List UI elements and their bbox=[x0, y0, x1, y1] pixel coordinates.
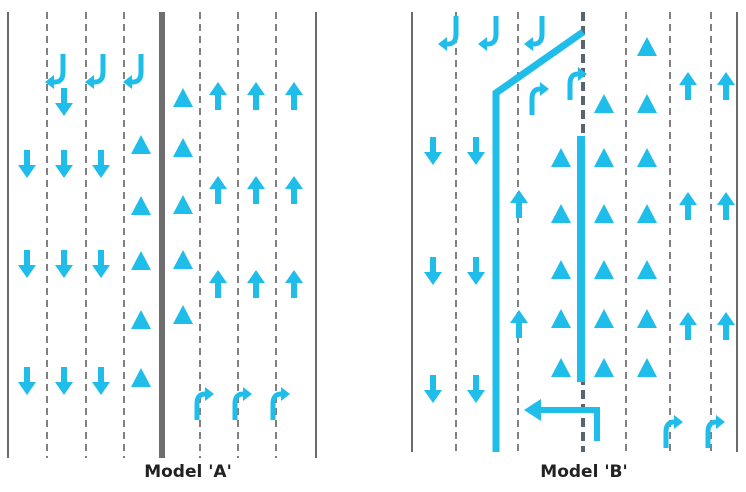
triangle-icon bbox=[551, 260, 571, 279]
triangle-icon bbox=[131, 196, 151, 215]
down-arrow-icon bbox=[18, 250, 36, 278]
triangle-icon bbox=[173, 195, 193, 214]
triangle-icon bbox=[173, 250, 193, 269]
down-arrow-icon bbox=[424, 257, 442, 285]
triangle-icon bbox=[551, 204, 571, 223]
curved-arrow-icon bbox=[194, 391, 206, 420]
model-b-diagram bbox=[411, 12, 738, 452]
down-arrow-icon bbox=[55, 250, 73, 278]
curved-arrow-icon bbox=[663, 419, 675, 448]
up-arrow-icon bbox=[679, 192, 697, 220]
triangle-icon bbox=[173, 88, 193, 107]
curved-arrow-icon bbox=[270, 391, 282, 420]
down-arrow-icon bbox=[18, 150, 36, 178]
model-a-diagram bbox=[7, 12, 317, 458]
triangle-icon bbox=[594, 260, 614, 279]
curved-arrow-head-icon bbox=[578, 67, 587, 81]
triangle-icon bbox=[131, 135, 151, 154]
triangle-icon bbox=[594, 94, 614, 113]
triangle-icon bbox=[551, 309, 571, 328]
up-arrow-icon bbox=[679, 312, 697, 340]
up-arrow-icon bbox=[247, 270, 265, 298]
down-arrow-icon bbox=[92, 367, 110, 395]
up-arrow-icon bbox=[285, 176, 303, 204]
u-turn-icon bbox=[131, 54, 144, 85]
triangle-icon bbox=[637, 94, 657, 113]
triangle-icon bbox=[637, 309, 657, 328]
u-turn-icon bbox=[53, 54, 66, 85]
curved-arrow-icon bbox=[232, 391, 244, 420]
down-arrow-icon bbox=[467, 257, 485, 285]
u-turn-icon bbox=[446, 16, 459, 47]
down-arrow-icon bbox=[467, 137, 485, 165]
triangle-icon bbox=[594, 358, 614, 377]
curved-arrow-head-icon bbox=[243, 387, 252, 401]
u-turn-icon bbox=[93, 54, 106, 85]
triangle-icon bbox=[637, 37, 657, 56]
u-turn-arrowhead-icon bbox=[123, 75, 132, 89]
triangle-icon bbox=[131, 251, 151, 270]
u-turn-arrowhead-icon bbox=[85, 75, 94, 89]
up-arrow-icon bbox=[717, 312, 735, 340]
up-arrow-icon bbox=[209, 270, 227, 298]
return-path bbox=[540, 407, 600, 441]
down-arrow-icon bbox=[92, 250, 110, 278]
triangle-icon bbox=[637, 260, 657, 279]
down-arrow-icon bbox=[55, 150, 73, 178]
triangle-icon bbox=[131, 310, 151, 329]
triangle-icon bbox=[637, 204, 657, 223]
curved-arrow-head-icon bbox=[674, 415, 683, 429]
curved-arrow-icon bbox=[705, 419, 717, 448]
down-arrow-icon bbox=[55, 367, 73, 395]
triangle-icon bbox=[173, 138, 193, 157]
u-turn-icon bbox=[486, 16, 499, 47]
triangle-icon bbox=[173, 305, 193, 324]
triangle-icon bbox=[551, 148, 571, 167]
left-arrow-icon bbox=[524, 399, 541, 421]
up-arrow-icon bbox=[717, 72, 735, 100]
up-arrow-icon bbox=[209, 176, 227, 204]
triangle-icon bbox=[594, 148, 614, 167]
down-arrow-icon bbox=[92, 150, 110, 178]
curved-arrow-icon bbox=[529, 86, 541, 115]
model-a-caption: Model 'A' bbox=[144, 462, 232, 482]
triangle-icon bbox=[131, 368, 151, 387]
u-turn-arrowhead-icon bbox=[524, 37, 533, 51]
down-arrow-icon bbox=[55, 88, 73, 116]
up-arrow-icon bbox=[285, 82, 303, 110]
triangle-icon bbox=[594, 204, 614, 223]
up-arrow-icon bbox=[285, 270, 303, 298]
model-b-caption: Model 'B' bbox=[540, 462, 628, 482]
up-arrow-icon bbox=[247, 82, 265, 110]
up-arrow-icon bbox=[510, 190, 528, 218]
up-arrow-icon bbox=[717, 192, 735, 220]
down-arrow-icon bbox=[424, 137, 442, 165]
u-turn-arrowhead-icon bbox=[438, 37, 447, 51]
down-arrow-icon bbox=[424, 375, 442, 403]
up-arrow-icon bbox=[209, 82, 227, 110]
curved-arrow-icon bbox=[567, 71, 579, 100]
curved-arrow-head-icon bbox=[281, 387, 290, 401]
down-arrow-icon bbox=[467, 375, 485, 403]
curved-arrow-head-icon bbox=[205, 387, 214, 401]
u-turn-arrowhead-icon bbox=[478, 37, 487, 51]
triangle-icon bbox=[637, 358, 657, 377]
triangle-icon bbox=[551, 358, 571, 377]
u-turn-icon bbox=[532, 16, 545, 47]
curved-arrow-head-icon bbox=[540, 82, 549, 96]
curved-arrow-head-icon bbox=[716, 415, 725, 429]
up-arrow-icon bbox=[679, 72, 697, 100]
up-arrow-icon bbox=[510, 310, 528, 338]
down-arrow-icon bbox=[18, 367, 36, 395]
route-line bbox=[492, 29, 586, 452]
triangle-icon bbox=[594, 309, 614, 328]
up-arrow-icon bbox=[247, 176, 265, 204]
triangle-icon bbox=[637, 148, 657, 167]
u-turn-arrowhead-icon bbox=[45, 75, 54, 89]
